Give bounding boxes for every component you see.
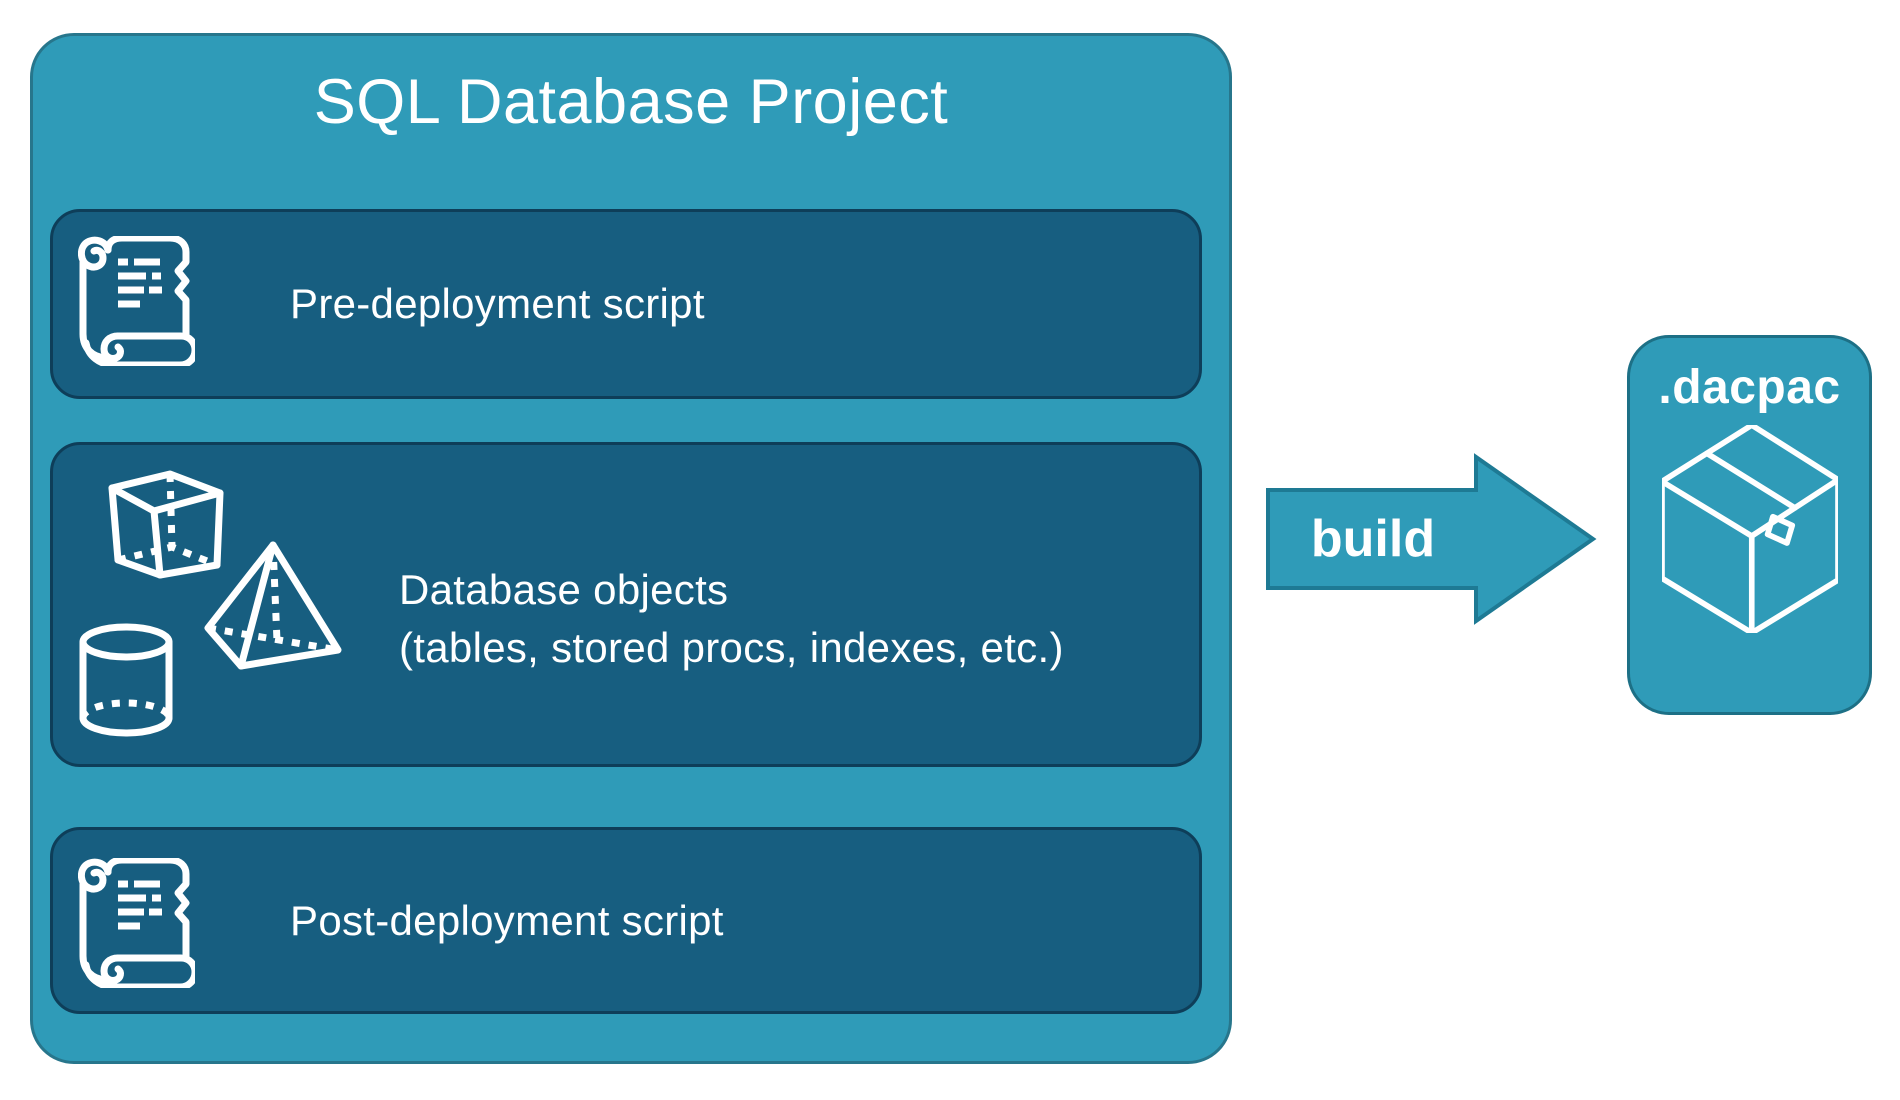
post-deployment-panel: Post-deployment script <box>50 827 1202 1014</box>
package-icon <box>1661 425 1838 633</box>
database-objects-label: Database objects (tables, stored procs, … <box>399 561 1064 677</box>
pyramid-icon <box>204 541 342 670</box>
database-objects-panel: Database objects (tables, stored procs, … <box>50 442 1202 767</box>
scroll-icon <box>78 858 195 988</box>
post-deployment-label: Post-deployment script <box>290 896 724 944</box>
database-objects-label-line1: Database objects <box>399 566 729 613</box>
dacpac-label: .dacpac <box>1658 361 1841 414</box>
sql-database-project-container: SQL Database Project Pre-deployment scri… <box>30 33 1232 1064</box>
cylinder-icon <box>79 623 173 737</box>
scroll-icon <box>78 236 195 366</box>
dacpac-container: .dacpac <box>1627 335 1872 715</box>
cube-icon <box>108 470 224 579</box>
database-objects-icons <box>79 470 342 737</box>
database-objects-label-line2: (tables, stored procs, indexes, etc.) <box>399 624 1064 671</box>
build-arrow <box>1266 453 1597 625</box>
project-title: SQL Database Project <box>313 67 949 137</box>
build-arrow-label: build <box>1310 510 1436 568</box>
pre-deployment-label: Pre-deployment script <box>290 280 705 327</box>
pre-deployment-panel: Pre-deployment script <box>50 209 1202 399</box>
